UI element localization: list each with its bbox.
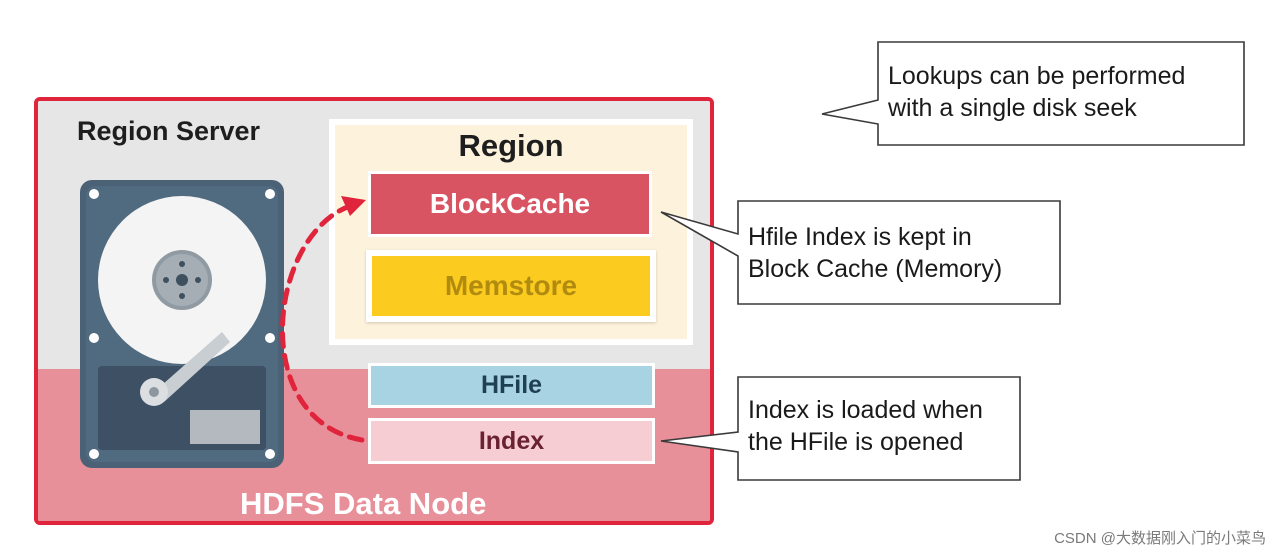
callout-hfile-index-line-1: Hfile Index is kept in [748,223,972,251]
callout-index-loaded-line-1: Index is loaded when [748,396,983,424]
callout-index-loaded-line-2: the HFile is opened [748,428,964,456]
hfile-box: HFile [368,363,655,408]
callout-hfile-index-text: Hfile Index is kept in Block Cache (Memo… [748,221,1002,285]
callout-hfile-index-line-2: Block Cache (Memory) [748,255,1003,283]
region-title: Region [458,128,564,163]
callout-lookups-text: Lookups can be performed with a single d… [888,60,1185,124]
hfile-label: HFile [480,371,543,399]
callout-lookups-line-2: with a single disk seek [888,94,1137,122]
callout-index-loaded-text: Index is loaded when the HFile is opened [748,394,983,458]
callout-lookups-line-1: Lookups can be performed [888,62,1186,90]
watermark: CSDN @大数据刚入门的小菜鸟 [1054,530,1266,547]
blockcache-box: BlockCache [368,171,652,237]
hdfs-data-node-label: HDFS Data Node [240,486,487,521]
blockcache-label: BlockCache [429,188,591,219]
memstore-box: Memstore [366,250,656,322]
memstore-label: Memstore [444,270,578,301]
hard-drive-icon [80,180,284,468]
index-label: Index [478,426,545,455]
region-server-label: Region Server [77,116,261,146]
index-box: Index [368,418,655,464]
